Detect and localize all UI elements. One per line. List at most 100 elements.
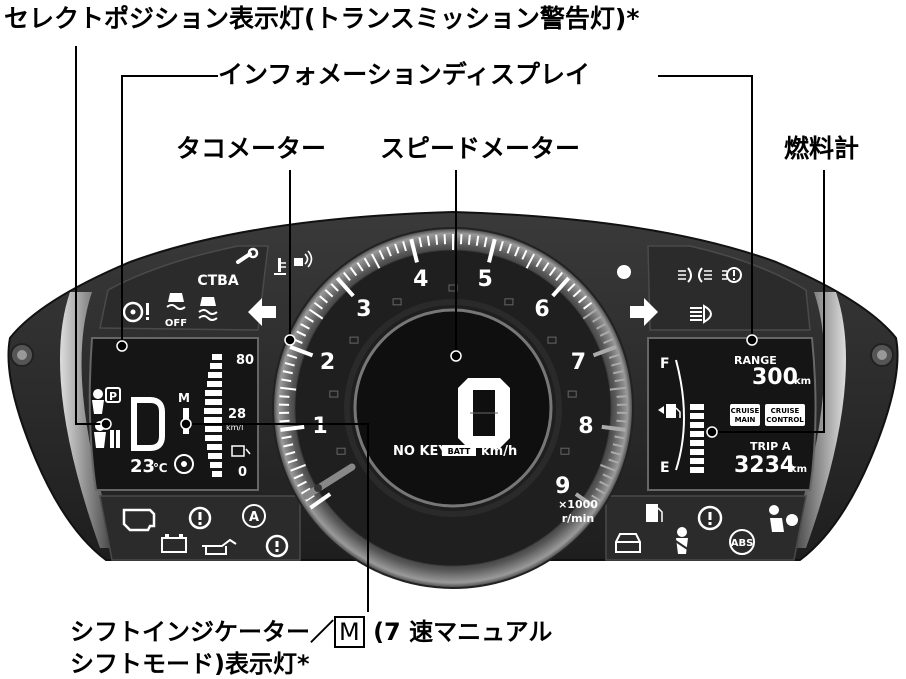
tach-number: 9 (555, 474, 570, 499)
speedometer-callout: スピードメーター (380, 134, 581, 163)
fuel-bar-segment (690, 440, 704, 446)
inner-ring-marks (329, 284, 577, 455)
tach-needle (302, 463, 356, 500)
speed-unit: km/h (481, 444, 517, 459)
oil-pressure-icon (202, 538, 237, 555)
left-bar-segment (212, 354, 222, 360)
fuel-gauge-callout: 燃料計 (784, 134, 860, 163)
m-box: M (334, 616, 365, 648)
tpms-warning-icon (697, 505, 723, 531)
shift-indicator-text-a: シフトインジケーター／ (70, 618, 334, 646)
tach-tick (290, 463, 306, 472)
tach-number: 7 (571, 350, 586, 375)
tach-tick (596, 323, 606, 330)
fuel-full-label: F (660, 356, 670, 372)
right-turn-signal-icon (630, 298, 658, 326)
fuel-bar-scale (675, 359, 704, 473)
left-bar-segment (205, 435, 222, 441)
tach-tick (280, 386, 297, 391)
trip-value: 3234 (734, 453, 795, 478)
left-bar-segment (207, 444, 222, 450)
vsa-icon (198, 297, 218, 321)
tach-tick (608, 353, 619, 359)
brake-warning-icon (188, 506, 212, 530)
tach-tick (591, 494, 601, 502)
tach-tick (300, 487, 311, 495)
fuel-bar-segment (690, 422, 704, 428)
srs-airbag-icon (769, 505, 798, 532)
seatbelt-p-icon: P (92, 387, 121, 414)
tach-tick (324, 289, 334, 298)
left-bar-segment (210, 462, 222, 468)
low-fuel-icon (646, 504, 663, 522)
shift-indicator-text-b: (7 速マニュアル (373, 618, 553, 646)
tach-tick (394, 243, 400, 254)
tach-tick (297, 480, 307, 487)
tach-tick (335, 276, 355, 298)
inner-mark (349, 336, 359, 344)
tach-tick (475, 235, 480, 246)
inner-mark (329, 390, 339, 398)
cruise-main-indicator: CRUISE MAIN (730, 404, 760, 426)
speed-digit (458, 378, 510, 448)
tach-tick (435, 234, 439, 245)
tach-tick (600, 463, 616, 472)
left-bar-segment (204, 417, 222, 423)
batt-icon: BATT (442, 445, 476, 456)
tach-tick (551, 276, 571, 298)
charging-system-icon (161, 534, 187, 553)
tach-tick (342, 271, 351, 281)
tach-tick (592, 315, 602, 323)
tachometer-callout: タコメーター (176, 134, 327, 163)
tach-tick (293, 473, 304, 480)
range-value: 300 (752, 365, 798, 390)
tach-number: 1 (312, 414, 327, 439)
check-engine-icon (122, 508, 156, 532)
fuel-pump-icon (658, 404, 681, 418)
tach-tick (610, 451, 621, 456)
tach-tick (603, 338, 614, 344)
info-display-callout: インフォメーションディスプレイ (218, 60, 591, 89)
range-unit: km (794, 376, 811, 387)
tach-tick (612, 443, 623, 448)
left-chrome-strip (60, 292, 118, 548)
leader-lines (75, 46, 825, 612)
no-key-label: NO KEY (393, 444, 448, 459)
left-bar-segment (212, 471, 222, 477)
coolant-temp-icon (274, 258, 286, 275)
tach-tick (595, 487, 606, 495)
auto-idle-stop-icon: A (242, 504, 266, 528)
tach-tick (582, 301, 593, 310)
tach-tick (599, 480, 609, 487)
fuel-bar-segment (690, 458, 704, 464)
ctba-label: CTBA (197, 273, 238, 289)
tach-tick (599, 330, 610, 337)
fuel-bar-segment (690, 467, 704, 473)
tach-tick (363, 257, 371, 268)
tach-tick (305, 494, 315, 502)
high-beam-icon (690, 304, 712, 324)
left-bar-segment (205, 390, 222, 396)
power-steering-icon (265, 534, 289, 558)
tach-tick (614, 378, 625, 383)
tach-tick (304, 315, 314, 323)
tach-tick (281, 435, 292, 440)
tach-tick (601, 424, 626, 432)
tach-tick (614, 435, 625, 440)
svg-text:MAIN: MAIN (735, 416, 756, 424)
tach-tick (499, 241, 504, 252)
seatbelt-icon (673, 527, 693, 554)
tach-tick (616, 395, 627, 398)
fuel-bar-segment (690, 404, 704, 410)
key-signal-icon (294, 250, 313, 268)
light-warning-icon (722, 267, 742, 283)
left-turn-signal-icon (248, 298, 276, 326)
tach-number: 2 (320, 350, 335, 375)
fuel-arc (675, 359, 685, 471)
tach-tick (506, 243, 512, 254)
tach-tick (582, 308, 598, 320)
tach-tick (426, 235, 431, 246)
tach-tick (281, 378, 292, 383)
trip-label: TRIP A (750, 440, 791, 453)
